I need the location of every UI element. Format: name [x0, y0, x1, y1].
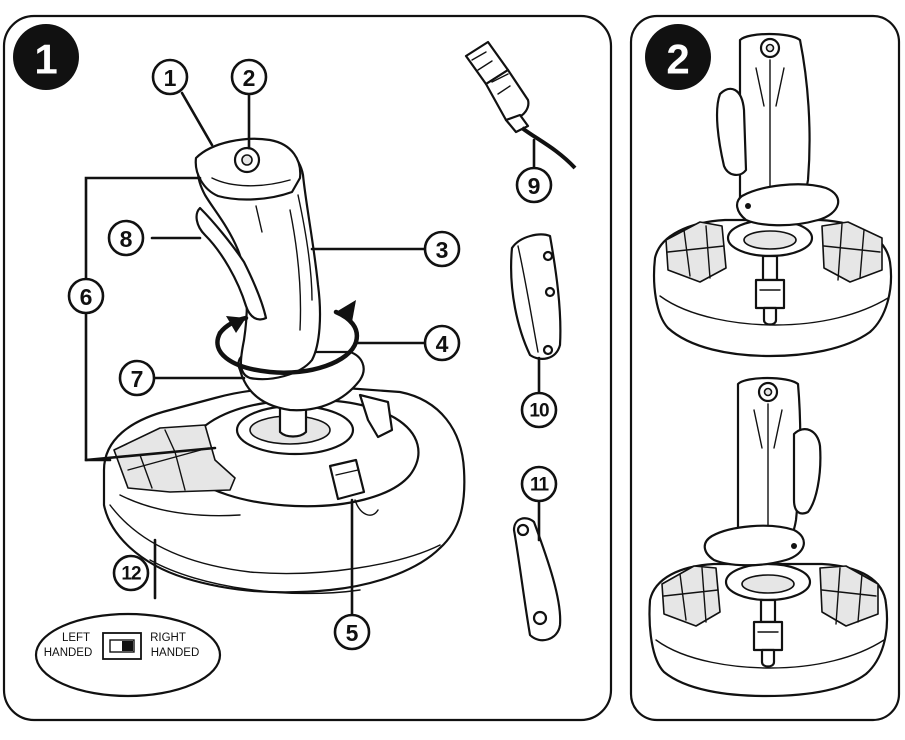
- panel-1-badge: 1: [13, 24, 79, 90]
- callout-11: 11: [520, 465, 558, 503]
- callout-2: 2: [230, 58, 268, 96]
- callout-3: 3: [423, 230, 461, 268]
- twist-rotation-arrow: [215, 309, 360, 375]
- svg-text:3: 3: [436, 237, 449, 263]
- joystick-front-view-bottom: [648, 376, 889, 698]
- svg-text:1: 1: [34, 36, 57, 83]
- svg-text:12: 12: [121, 564, 141, 585]
- right-handed-label-line2: HANDED: [151, 647, 200, 659]
- callout-1: 1: [151, 58, 189, 96]
- usb-cable-illustration: [464, 40, 577, 170]
- svg-text:5: 5: [346, 620, 359, 646]
- callout-9: 9: [515, 166, 553, 204]
- svg-text:10: 10: [529, 401, 549, 422]
- callout-8: 8: [107, 219, 145, 257]
- callout-10: 10: [520, 391, 558, 429]
- right-handed-label-line1: RIGHT: [150, 632, 186, 644]
- callout-4: 4: [423, 324, 461, 362]
- panel-2-frame: [629, 14, 901, 722]
- handedness-switch-callout: LEFT HANDED RIGHT HANDED: [34, 612, 222, 698]
- callout-leaders: [84, 91, 541, 616]
- svg-text:6: 6: [80, 284, 93, 310]
- joystick-illustration: [102, 137, 466, 595]
- svg-text:8: 8: [120, 226, 133, 252]
- callout-12: 12: [112, 554, 150, 592]
- svg-text:2: 2: [243, 65, 256, 91]
- joystick-front-view-top: [652, 32, 893, 358]
- callout-7: 7: [118, 359, 156, 397]
- callout-5: 5: [333, 613, 371, 651]
- left-handed-label-line1: LEFT: [62, 632, 90, 644]
- panel-2-badge: 2: [645, 24, 711, 90]
- svg-text:7: 7: [131, 366, 144, 392]
- panel-1-frame: [2, 14, 613, 722]
- svg-text:1: 1: [164, 65, 177, 91]
- svg-text:11: 11: [530, 475, 550, 496]
- left-handed-label-line2: HANDED: [44, 647, 93, 659]
- svg-text:4: 4: [436, 331, 449, 357]
- svg-text:9: 9: [528, 173, 541, 199]
- throttle-grip-illustration: [510, 233, 562, 360]
- callout-6: 6: [67, 277, 105, 315]
- svg-text:2: 2: [666, 36, 689, 83]
- key-tool-illustration: [512, 517, 562, 642]
